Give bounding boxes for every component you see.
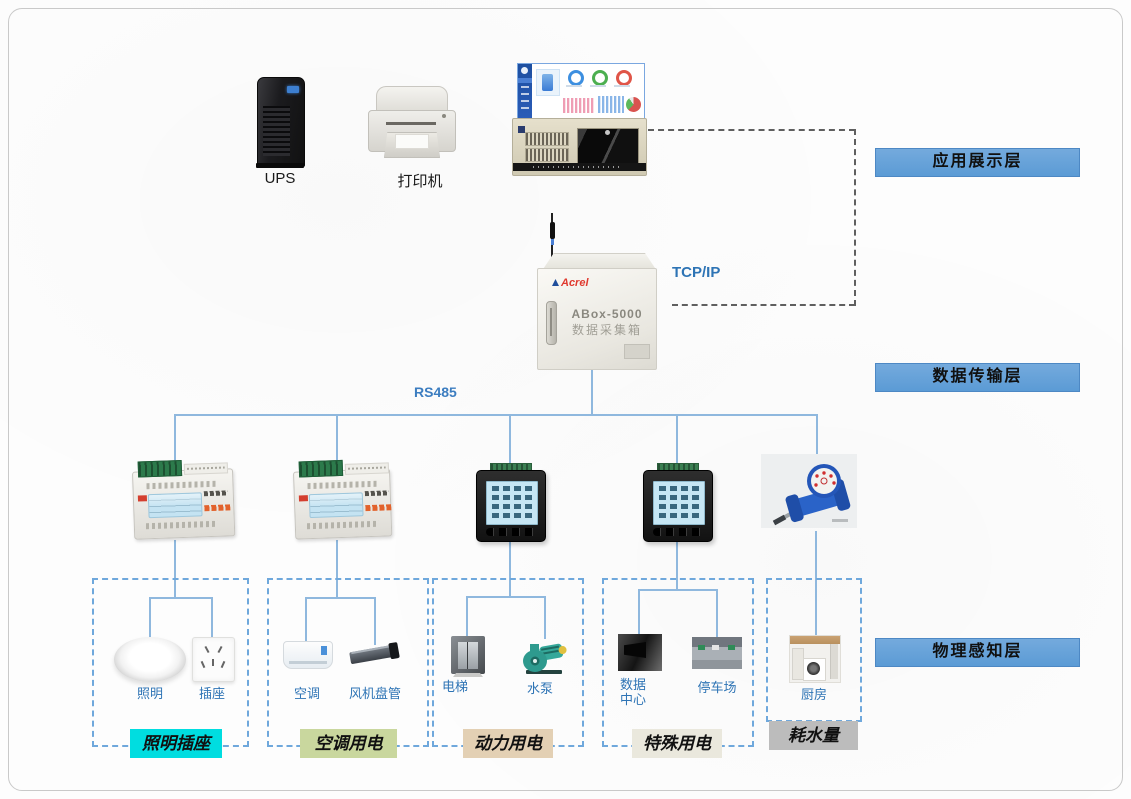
gateway-model: ABox-5000 [571, 307, 643, 321]
gateway-sticker [624, 344, 650, 359]
connector-line [336, 414, 338, 462]
connector-line [149, 597, 151, 637]
data-center-image [618, 634, 662, 671]
connector-line [816, 414, 818, 455]
connector-line [305, 597, 307, 641]
device-label: 数据中心 [620, 677, 647, 707]
water-pump-image [518, 636, 568, 676]
device-label: 水泵 [526, 681, 553, 696]
acrel-logo: Acrel [552, 277, 589, 289]
connector-line [306, 597, 376, 599]
water-meter [760, 453, 858, 532]
ipc-vent-grille [525, 148, 569, 162]
dashboard-device-card [536, 69, 560, 96]
connector-line [638, 589, 640, 634]
panel-meter-2 [643, 463, 713, 542]
connector-line [174, 540, 176, 598]
device-label: 照明 [136, 686, 163, 701]
device-label: 厨房 [800, 687, 827, 702]
printer-label: 打印机 [397, 173, 443, 190]
connector-line [676, 542, 678, 590]
dashboard-text-line [566, 85, 582, 87]
group-label-special: 特殊用电 [632, 729, 722, 758]
connector-line [544, 596, 546, 639]
ceiling-light-image [114, 637, 186, 682]
dashboard-pie-chart [626, 97, 641, 112]
rs485-label: RS485 [414, 384, 457, 400]
group-label-lighting-sockets: 照明插座 [130, 729, 222, 758]
parking-lot-image [692, 637, 742, 669]
ups-label: UPS [264, 170, 296, 187]
tcpip-dashed-link-right [854, 129, 856, 306]
printer-body [368, 110, 456, 152]
connector-line [150, 597, 213, 599]
connector-line [211, 597, 213, 638]
group-label-power: 动力用电 [463, 729, 553, 758]
rs485-bus-line [174, 414, 818, 416]
panel-meter-1 [476, 463, 546, 542]
group-label-water: 耗水量 [769, 721, 858, 750]
device-label: 空调 [293, 686, 320, 701]
gateway-name: 数据采集箱 [571, 323, 642, 337]
device-label: 停车场 [697, 680, 737, 695]
ups-base [256, 163, 304, 168]
printer-output-slot [386, 122, 436, 125]
tcpip-label: TCP/IP [672, 264, 721, 281]
connector-line [815, 531, 817, 636]
dashboard-gauge-blue [568, 70, 584, 86]
printer-paper [395, 134, 429, 149]
industrial-computer [512, 118, 647, 176]
gateway-antenna-icon [549, 213, 555, 269]
device-label: 插座 [198, 686, 225, 701]
gateway-door-handle [546, 301, 557, 345]
dashboard-bar-chart-blue [598, 96, 624, 113]
wall-socket-image [192, 637, 235, 682]
connector-line [716, 589, 718, 637]
printer-button [442, 114, 446, 118]
dashboard-sidebar [518, 64, 532, 119]
din-rail-meter-2 [292, 458, 393, 541]
printer-image [368, 86, 456, 164]
connector-line [174, 414, 176, 462]
kitchen-image [789, 635, 841, 683]
connector-line [509, 414, 511, 465]
din-rail-meter-1 [131, 458, 236, 541]
ups-vents [263, 106, 290, 156]
gateway-bus-connector [591, 370, 593, 414]
dashboard-bar-chart-pink [563, 98, 595, 113]
banner-transmission-layer: 数据传输层 [875, 363, 1080, 392]
ipc-name-strip [513, 163, 646, 171]
connector-line [466, 596, 468, 637]
air-conditioner-image [283, 641, 333, 669]
device-label: 风机盘管 [348, 686, 401, 701]
ipc-logo [518, 126, 525, 133]
tcpip-dashed-link-bottom [672, 304, 855, 306]
dashboard-text-line [590, 85, 606, 87]
group-label-hvac: 空调用电 [300, 729, 397, 758]
connector-line [639, 589, 717, 591]
device-label: 电梯 [441, 679, 468, 694]
connector-line [509, 542, 511, 597]
dashboard-text-line [614, 85, 630, 87]
connector-line [374, 597, 376, 645]
ipc-lock [605, 130, 610, 135]
banner-application-layer: 应用展示层 [875, 148, 1080, 177]
ups-screen [287, 86, 299, 93]
ups-image [256, 77, 305, 168]
dashboard-screen [517, 63, 645, 120]
connector-line [467, 596, 545, 598]
dashboard-gauge-red [616, 70, 632, 86]
elevator-image [451, 636, 485, 677]
connector-line [676, 414, 678, 465]
dashboard-gauge-green [592, 70, 608, 86]
ipc-vent-grille [525, 132, 569, 146]
banner-perception-layer: 物理感知层 [875, 638, 1080, 667]
gateway-cabinet: Acrel ABox-5000 数据采集箱 [537, 268, 657, 370]
tcpip-dashed-link-top [648, 129, 855, 131]
connector-line [336, 540, 338, 598]
